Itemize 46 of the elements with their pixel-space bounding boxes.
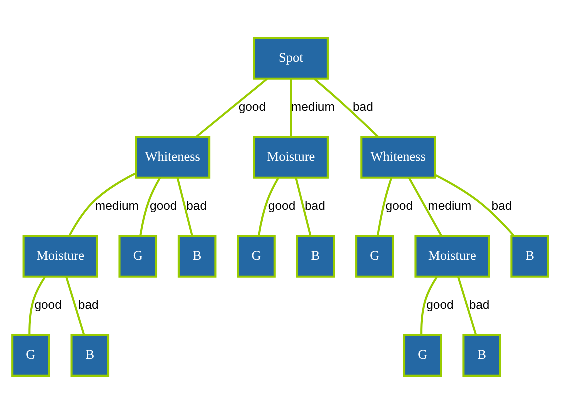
connector (176, 178, 194, 236)
edge-label: bad (492, 199, 512, 214)
edge-label: good (238, 100, 266, 114)
edge-label: bad (352, 100, 374, 114)
node-box: Whiteness (360, 136, 436, 179)
node-box: G (356, 235, 394, 278)
connector (295, 178, 312, 236)
connector (258, 177, 280, 236)
connector (66, 276, 86, 336)
node-box: B (462, 334, 502, 377)
edge-label: medium (95, 199, 139, 214)
connector (314, 78, 379, 138)
connector (28, 276, 46, 335)
connector (434, 174, 515, 237)
edge-label: good (150, 199, 178, 214)
edge-label: medium (428, 199, 472, 214)
node-box: B (510, 235, 550, 278)
node-box: G (12, 334, 50, 377)
node-box: Moisture (22, 235, 98, 278)
connector (376, 178, 393, 236)
node-box: B (70, 334, 110, 377)
node-box: G (118, 235, 158, 278)
connector (458, 276, 478, 336)
node-box: Spot (253, 37, 329, 80)
edge-label: medium (291, 100, 335, 114)
connector (408, 178, 442, 236)
edge-label: good (34, 298, 62, 312)
connector (290, 79, 292, 137)
edge-label: bad (304, 199, 326, 214)
node-box: G (237, 235, 276, 278)
connector (420, 276, 438, 335)
edge-label: good (426, 298, 454, 312)
connector (196, 78, 268, 138)
node-box: G (404, 334, 442, 377)
node-box: Moisture (253, 136, 329, 179)
node-box: B (178, 235, 217, 278)
node-box: B (296, 235, 336, 278)
node-box: Whiteness (135, 136, 211, 179)
connector (68, 172, 136, 236)
node-box: Moisture (414, 235, 490, 278)
edge-label: bad (469, 298, 490, 312)
edge-label: good (268, 199, 296, 214)
connector (140, 177, 162, 236)
edge-label: good (386, 199, 414, 214)
edge-label: bad (78, 298, 99, 312)
edge-label: bad (186, 199, 208, 214)
